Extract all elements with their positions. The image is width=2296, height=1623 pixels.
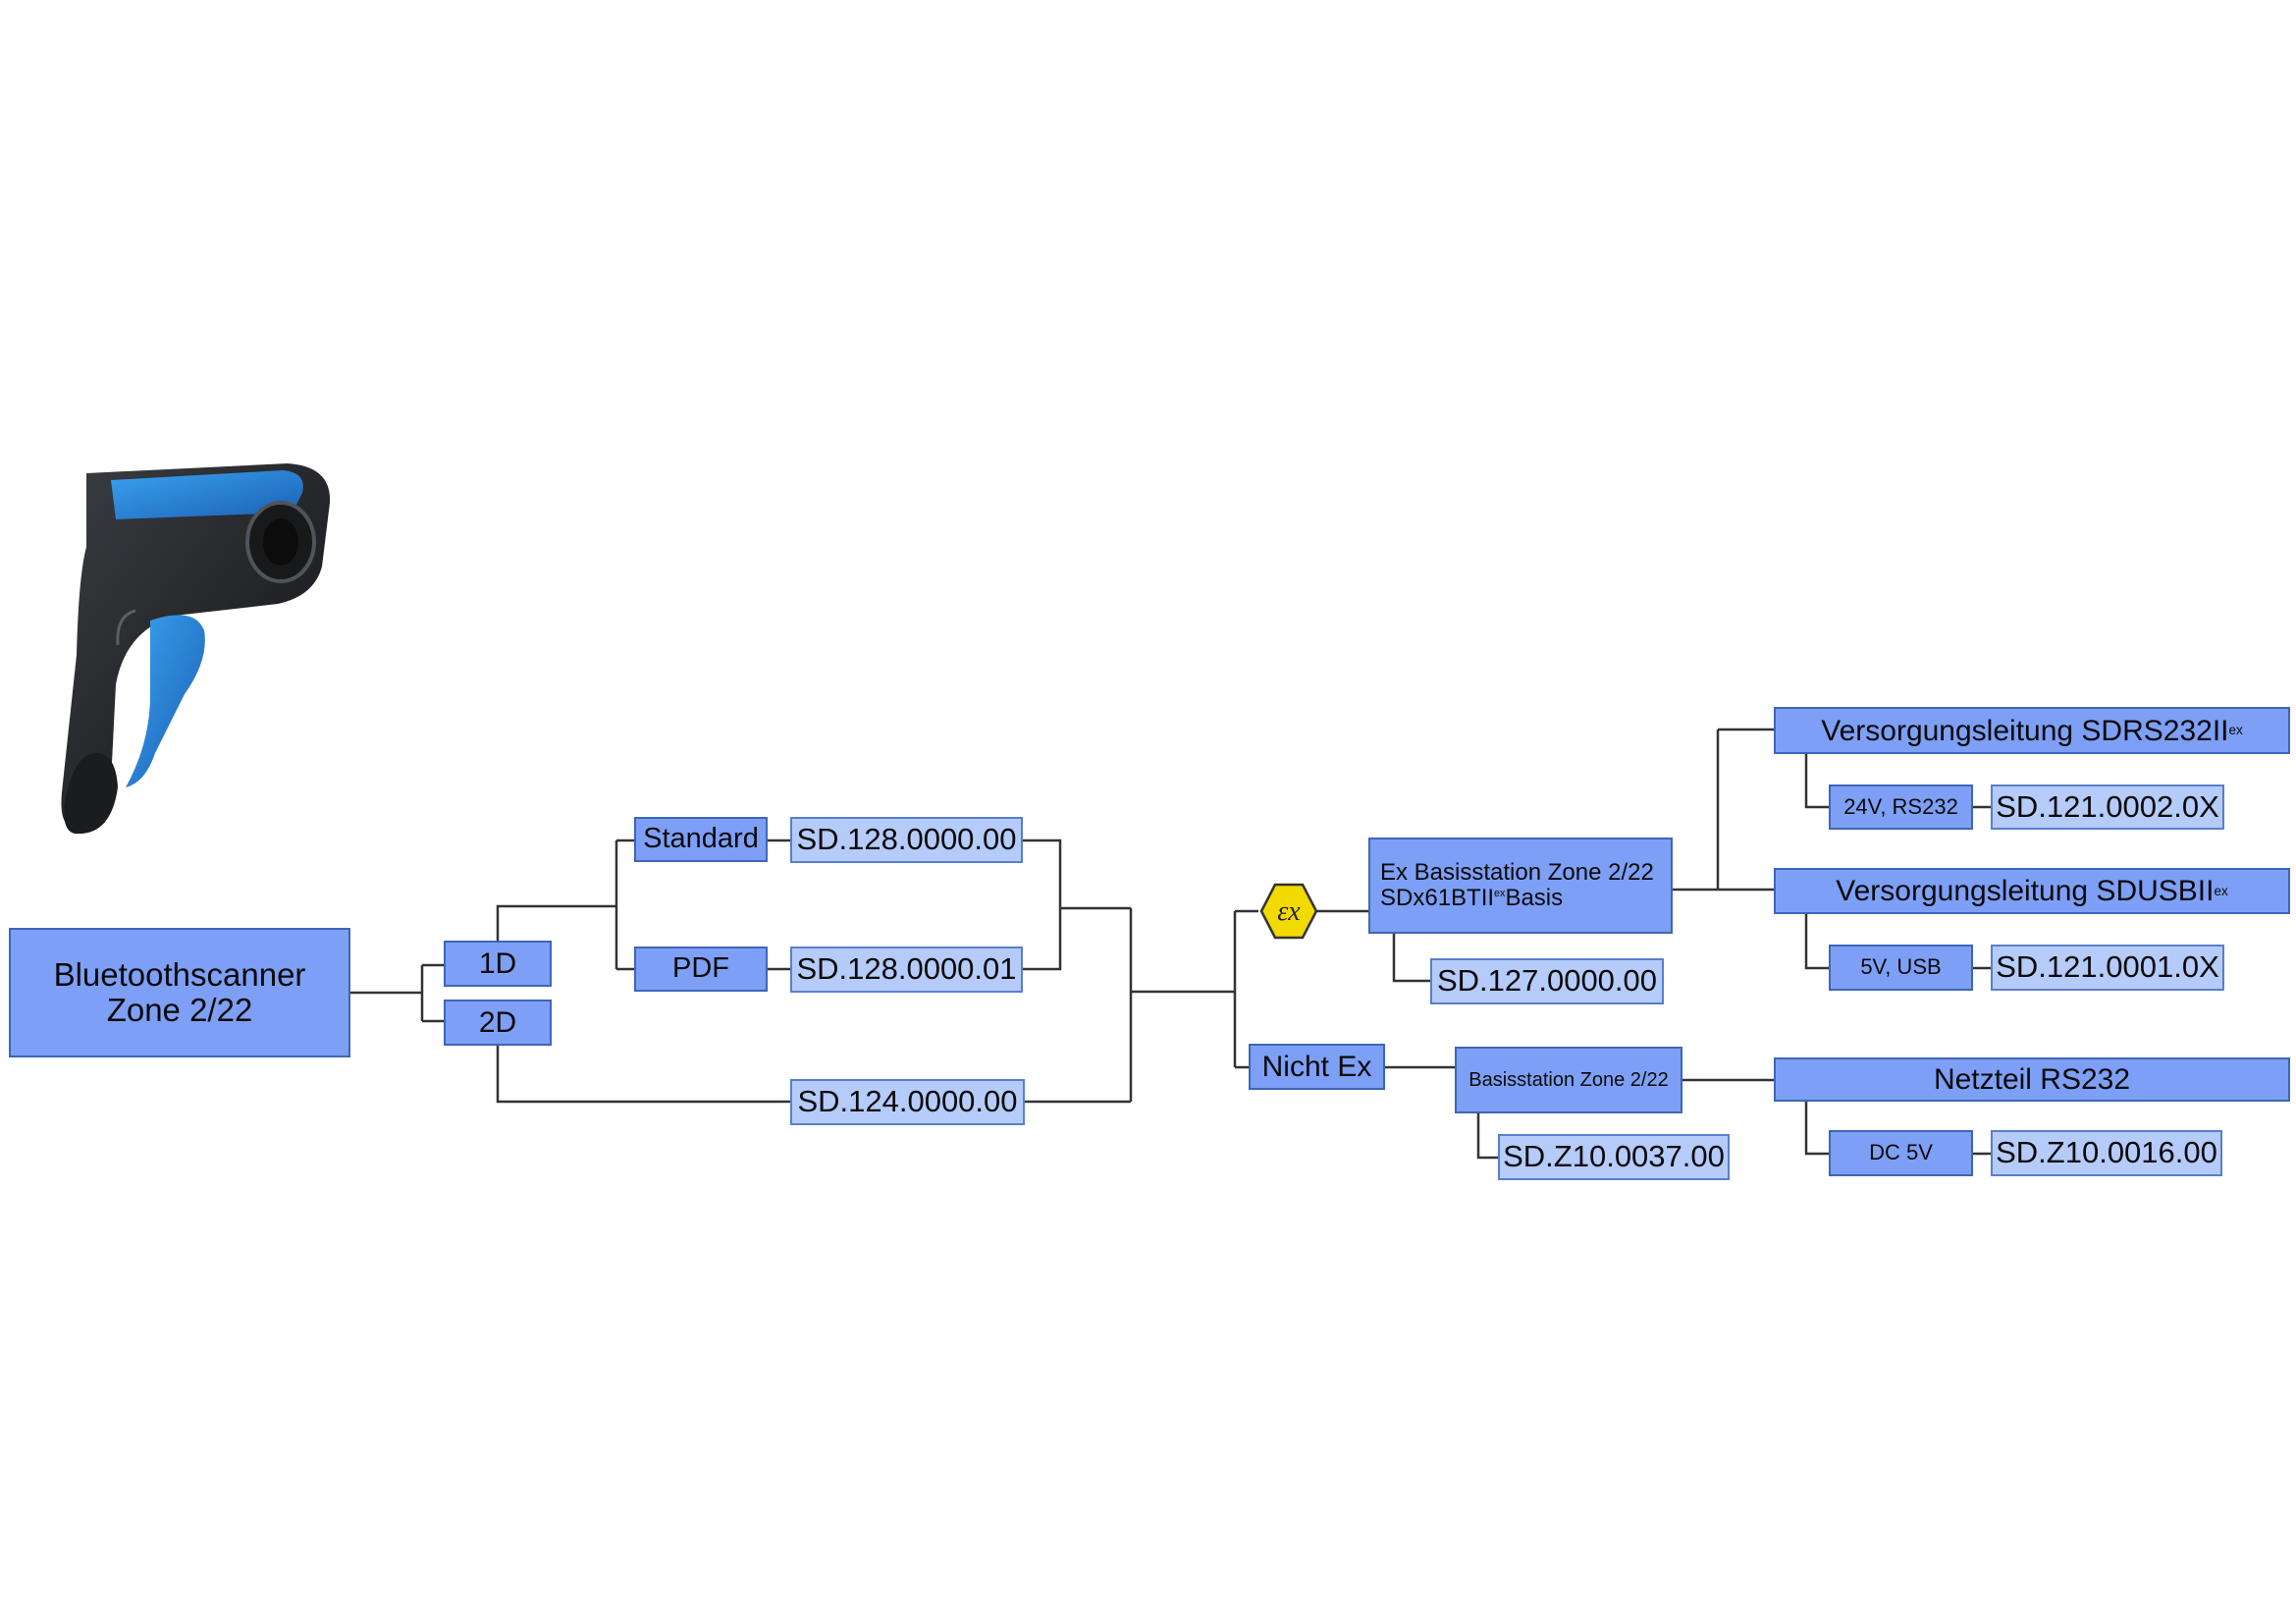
node-24v-rs232: 24V, RS232 xyxy=(1829,784,1973,830)
node-sd-128-0000-00: SD.128.0000.00 xyxy=(790,817,1023,863)
node-sd-124-0000-00: SD.124.0000.00 xyxy=(790,1079,1025,1125)
node-label-line1: Bluetoothscanner xyxy=(53,955,306,993)
barcode-scanner-icon xyxy=(61,463,331,835)
node-5v-usb: 5V, USB xyxy=(1829,945,1973,991)
ex-base-sup: ex xyxy=(1494,888,1506,899)
ex-base-suffix: Basis xyxy=(1505,885,1564,911)
node-sd-z10-0016-00: SD.Z10.0016.00 xyxy=(1991,1130,2222,1176)
supply-rs232-label: Versorgungsleitung SDRS232II xyxy=(1821,714,2229,747)
node-standard: Standard xyxy=(634,817,768,862)
node-1d: 1D xyxy=(444,941,552,987)
node-sd-121-0002-0x: SD.121.0002.0X xyxy=(1991,784,2224,830)
node-dc-5v: DC 5V xyxy=(1829,1130,1973,1176)
svg-text:εx: εx xyxy=(1277,896,1301,927)
node-label-line2: SDx61BTIIexBasis xyxy=(1380,885,1564,911)
node-sd-127-0000-00: SD.127.0000.00 xyxy=(1430,958,1664,1004)
node-ex-basisstation: Ex Basisstation Zone 2/22 SDx61BTIIexBas… xyxy=(1368,838,1673,934)
node-pdf: PDF xyxy=(634,947,768,992)
ex-base-model: SDx61BTII xyxy=(1380,885,1495,911)
node-netzteil-rs232: Netzteil RS232 xyxy=(1774,1057,2290,1102)
node-sd-121-0001-0x: SD.121.0001.0X xyxy=(1991,945,2224,991)
node-basisstation: Basisstation Zone 2/22 xyxy=(1455,1047,1682,1113)
node-sd-z10-0037-00: SD.Z10.0037.00 xyxy=(1498,1134,1730,1180)
node-bluetoothscanner: Bluetoothscanner Zone 2/22 xyxy=(9,928,350,1057)
supply-usb-label: Versorgungsleitung SDUSBII xyxy=(1836,875,2215,907)
atex-ex-icon: εx xyxy=(1259,883,1318,940)
node-label-line1: Ex Basisstation Zone 2/22 xyxy=(1380,858,1654,886)
node-label-line2: Zone 2/22 xyxy=(106,992,253,1028)
node-nicht-ex: Nicht Ex xyxy=(1249,1044,1385,1090)
node-2d: 2D xyxy=(444,1000,552,1046)
node-sd-128-0000-01: SD.128.0000.01 xyxy=(790,947,1023,993)
